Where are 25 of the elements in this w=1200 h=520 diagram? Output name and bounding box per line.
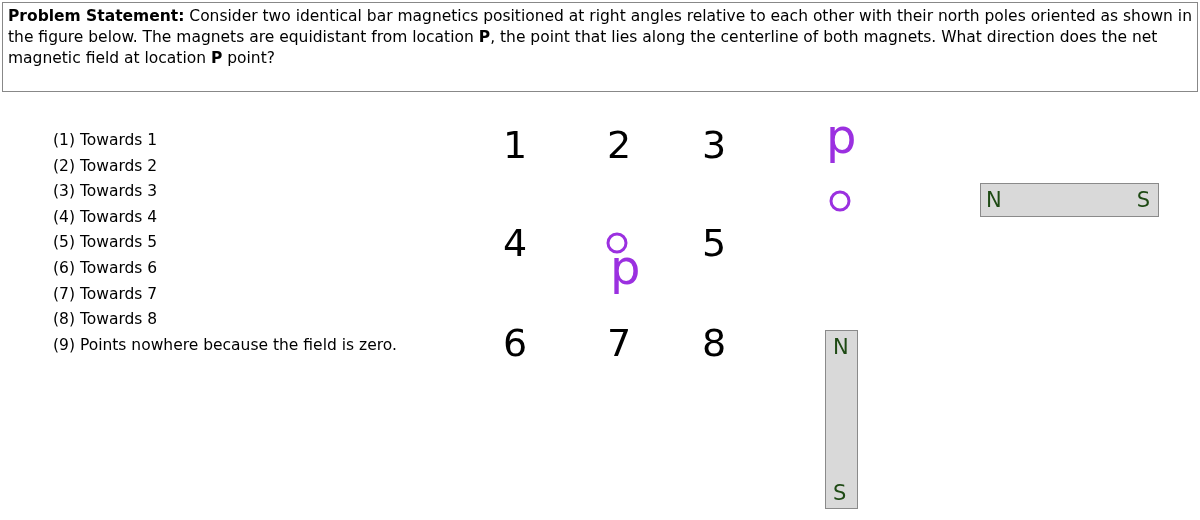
answer-option: (6) Towards 6 — [53, 259, 158, 277]
direction-number: 4 — [503, 224, 528, 262]
answer-option: (4) Towards 4 — [53, 207, 158, 226]
pole-label: N — [833, 337, 849, 358]
direction-number: 6 — [503, 324, 528, 362]
direction-number: 3 — [702, 126, 727, 164]
direction-number: 8 — [702, 324, 727, 362]
direction-number: 2 — [607, 126, 632, 164]
pole-label: S — [1136, 190, 1150, 211]
problem-statement-box — [2, 2, 1198, 92]
direction-number: 5 — [702, 224, 727, 262]
answer-option: (3) Towards 3 — [53, 182, 158, 201]
answer-option: (2) Towards 2 — [53, 156, 158, 175]
answer-option: (9) Points nowhere because the field is zero. — [53, 335, 397, 354]
answer-option: (7) Towards 7 — [53, 284, 158, 303]
answer-option: (8) Towards 8 — [53, 310, 158, 329]
bar-magnet — [825, 330, 858, 509]
pole-label: N — [986, 190, 1002, 211]
direction-number: 7 — [607, 324, 632, 362]
direction-number: 1 — [503, 126, 528, 164]
answer-option: (1) Towards 1 — [53, 131, 158, 149]
pole-label: S — [833, 483, 847, 504]
problem-statement-text: Problem Statement: Consider two identical bar magnetics positioned at right angles relative to each other with their north poles oriented as shown in the figure below. The magnets are equidistant from location P, the point that lies along the centerline of both magnets. What direction does the net magnetic field at location P point? — [8, 6, 1192, 69]
bar-magnet — [980, 183, 1159, 217]
answer-option: (5) Towards 5 — [53, 233, 158, 252]
